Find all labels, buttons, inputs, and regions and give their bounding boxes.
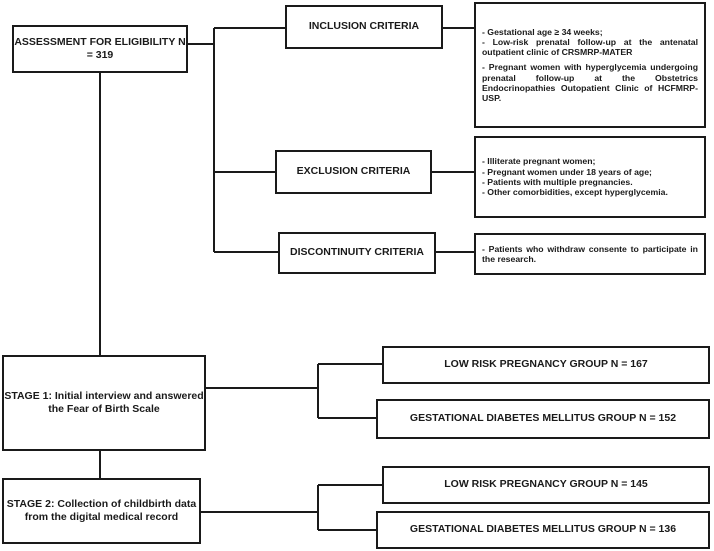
stage2-title: STAGE 2: Collection of childbirth data f…: [6, 497, 197, 523]
assessment-box: ASSESSMENT FOR ELIGIBILITY N = 319: [12, 25, 188, 73]
assessment-title: ASSESSMENT FOR ELIGIBILITY N = 319: [14, 35, 186, 61]
inclusion-criteria-title: INCLUSION CRITERIA: [308, 20, 420, 33]
exclusion-criteria-box: EXCLUSION CRITERIA: [275, 150, 432, 194]
discontinuity-criteria-title: DISCONTINUITY CRITERIA: [290, 246, 424, 259]
exclusion-item: - Illiterate pregnant women;: [482, 156, 596, 167]
stage2-box: STAGE 2: Collection of childbirth data f…: [2, 478, 201, 544]
stage1-title: STAGE 1: Initial interview and answered …: [4, 389, 204, 415]
stage2-gdm-group: GESTATIONAL DIABETES MELLITUS GROUP N = …: [409, 523, 677, 536]
discontinuity-item: - Patients who withdraw consente to part…: [482, 243, 698, 264]
exclusion-criteria-title: EXCLUSION CRITERIA: [296, 165, 411, 178]
inclusion-item: - Low-risk prenatal follow-up at the ant…: [482, 36, 698, 58]
exclusion-item: - Other comorbidities, except hyperglyce…: [482, 187, 668, 198]
discontinuity-criteria-box: DISCONTINUITY CRITERIA: [278, 232, 436, 274]
stage1-gdm-group-box: GESTATIONAL DIABETES MELLITUS GROUP N = …: [376, 399, 710, 439]
stage1-gdm-group: GESTATIONAL DIABETES MELLITUS GROUP N = …: [409, 412, 677, 425]
stage2-low-risk-group: LOW RISK PREGNANCY GROUP N = 145: [444, 478, 648, 491]
exclusion-item: - Pregnant women under 18 years of age;: [482, 166, 652, 177]
inclusion-item: - Gestational age ≥ 34 weeks;: [482, 26, 603, 37]
inclusion-criteria-details: - Gestational age ≥ 34 weeks; - Low-risk…: [474, 2, 706, 128]
stage2-gdm-group-box: GESTATIONAL DIABETES MELLITUS GROUP N = …: [376, 511, 710, 549]
inclusion-item: - Pregnant women with hyperglycemia unde…: [482, 62, 698, 104]
discontinuity-criteria-details: - Patients who withdraw consente to part…: [474, 233, 706, 275]
stage1-low-risk-group-box: LOW RISK PREGNANCY GROUP N = 167: [382, 346, 710, 384]
inclusion-criteria-box: INCLUSION CRITERIA: [285, 5, 443, 49]
stage2-low-risk-group-box: LOW RISK PREGNANCY GROUP N = 145: [382, 466, 710, 504]
exclusion-criteria-details: - Illiterate pregnant women; - Pregnant …: [474, 136, 706, 218]
exclusion-item: - Patients with multiple pregnancies.: [482, 177, 633, 187]
stage1-box: STAGE 1: Initial interview and answered …: [2, 355, 206, 451]
stage1-low-risk-group: LOW RISK PREGNANCY GROUP N = 167: [444, 358, 648, 371]
